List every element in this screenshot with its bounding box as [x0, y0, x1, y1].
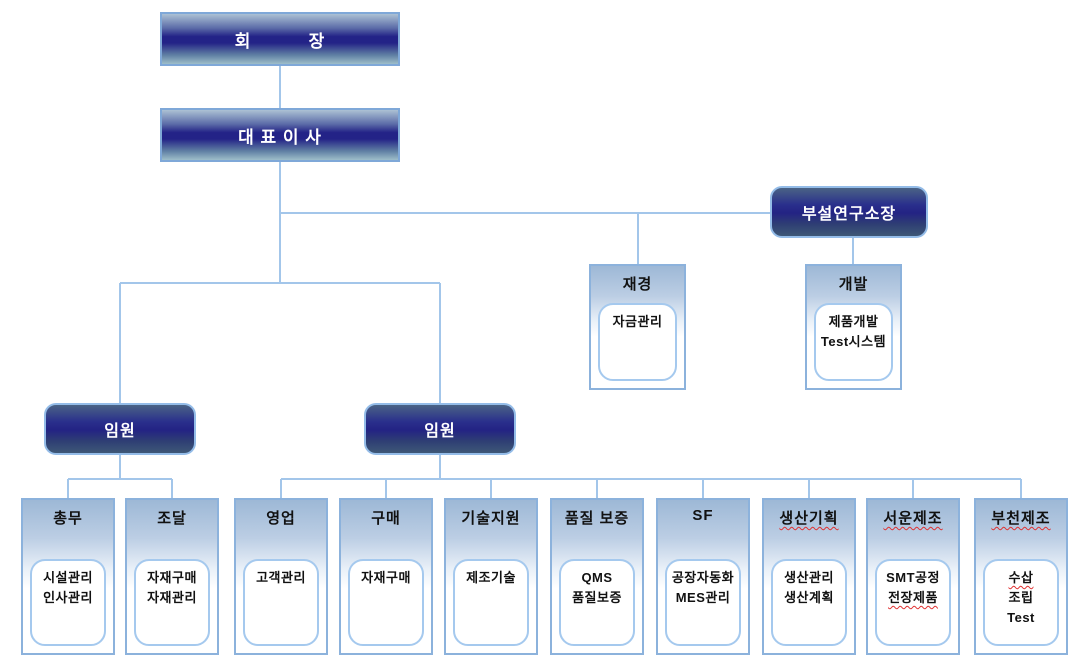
dept-sf-functions: 공장자동화 MES관리 — [665, 559, 741, 646]
dept-sf-label: SF — [692, 507, 714, 524]
dept-bucheon-manufacturing-title: 부천제조 — [976, 500, 1066, 528]
dept-function-item: 전장제품 — [888, 590, 938, 605]
dept-sf: SF 공장자동화 MES관리 — [656, 498, 750, 655]
dept-function-item: MES관리 — [675, 590, 731, 605]
dept-development: 개발 제품개발 Test시스템 — [805, 264, 902, 390]
dept-finance: 재경 자금관리 — [589, 264, 686, 390]
dept-production-planning-title: 생산기획 — [764, 500, 854, 528]
dept-function-item: 자재구매 — [147, 570, 197, 585]
dept-sales-title: 영업 — [236, 500, 326, 528]
dept-function-item: 품질보증 — [572, 590, 622, 605]
dept-production-planning-label: 생산기획 — [779, 510, 839, 527]
dept-bucheon-manufacturing-label: 부천제조 — [991, 510, 1051, 527]
dept-function-item: 자재구매 — [361, 570, 411, 585]
dept-development-functions: 제품개발 Test시스템 — [814, 303, 893, 381]
dept-tech-support-label: 기술지원 — [461, 510, 521, 527]
dept-function-item: 자재관리 — [147, 590, 197, 605]
dept-tech-support: 기술지원 제조기술 — [444, 498, 538, 655]
dept-general-affairs-title: 총무 — [23, 500, 113, 528]
dept-general-affairs-label: 총무 — [53, 510, 83, 527]
dept-finance-functions: 자금관리 — [598, 303, 677, 381]
dept-finance-label: 재경 — [622, 276, 653, 293]
dept-sf-title: SF — [658, 500, 748, 524]
dept-tech-support-title: 기술지원 — [446, 500, 536, 528]
node-ceo: 대 표 이 사 — [160, 108, 400, 162]
dept-function-item: 시설관리 — [43, 570, 93, 585]
dept-function-item: 조립 — [1008, 590, 1034, 605]
dept-function-item: 수삽 — [1008, 570, 1034, 585]
dept-function-item: 생산계획 — [784, 590, 834, 605]
dept-seoun-manufacturing-title: 서운제조 — [868, 500, 958, 528]
dept-quality-assurance-title: 품질 보증 — [552, 500, 642, 528]
node-executive-right: 임원 — [364, 403, 516, 455]
dept-sales-functions: 고객관리 — [243, 559, 319, 646]
dept-tech-support-functions: 제조기술 — [453, 559, 529, 646]
dept-quality-assurance-label: 품질 보증 — [564, 510, 630, 527]
dept-sales: 영업 고객관리 — [234, 498, 328, 655]
dept-function-item: 생산관리 — [784, 570, 834, 585]
dept-function-item: Test시스템 — [820, 334, 887, 349]
dept-development-label: 개발 — [838, 276, 869, 293]
ceo-label: 대 표 이 사 — [238, 127, 322, 147]
dept-quality-assurance-functions: QMS 품질보증 — [559, 559, 635, 646]
dept-seoun-manufacturing-label: 서운제조 — [883, 510, 943, 527]
dept-purchasing-title: 구매 — [341, 500, 431, 528]
dept-function-item: QMS — [581, 570, 613, 585]
dept-purchasing-label: 구매 — [371, 510, 401, 527]
dept-purchasing-functions: 자재구매 — [348, 559, 424, 646]
node-executive-left: 임원 — [44, 403, 196, 455]
dept-procurement-label: 조달 — [157, 510, 187, 527]
dept-function-item: 자금관리 — [612, 314, 663, 329]
dept-function-item: Test — [1007, 610, 1035, 625]
dept-function-item: 인사관리 — [43, 590, 93, 605]
dept-procurement-title: 조달 — [127, 500, 217, 528]
executive-left-label: 임원 — [104, 423, 136, 440]
node-research-director: 부설연구소장 — [770, 186, 928, 238]
dept-quality-assurance: 품질 보증 QMS 품질보증 — [550, 498, 644, 655]
dept-function-item: 공장자동화 — [671, 570, 735, 585]
research-director-label: 부설연구소장 — [801, 206, 897, 223]
dept-development-title: 개발 — [807, 266, 900, 294]
dept-sales-label: 영업 — [266, 510, 296, 527]
chairman-label: 회 장 — [234, 31, 326, 51]
dept-function-item: 제품개발 — [828, 314, 879, 329]
node-chairman: 회 장 — [160, 12, 400, 66]
dept-function-item: 고객관리 — [256, 570, 306, 585]
dept-function-item: 제조기술 — [466, 570, 516, 585]
dept-purchasing: 구매 자재구매 — [339, 498, 433, 655]
executive-right-label: 임원 — [424, 423, 456, 440]
dept-finance-title: 재경 — [591, 266, 684, 294]
dept-function-item: SMT공정 — [886, 570, 940, 585]
